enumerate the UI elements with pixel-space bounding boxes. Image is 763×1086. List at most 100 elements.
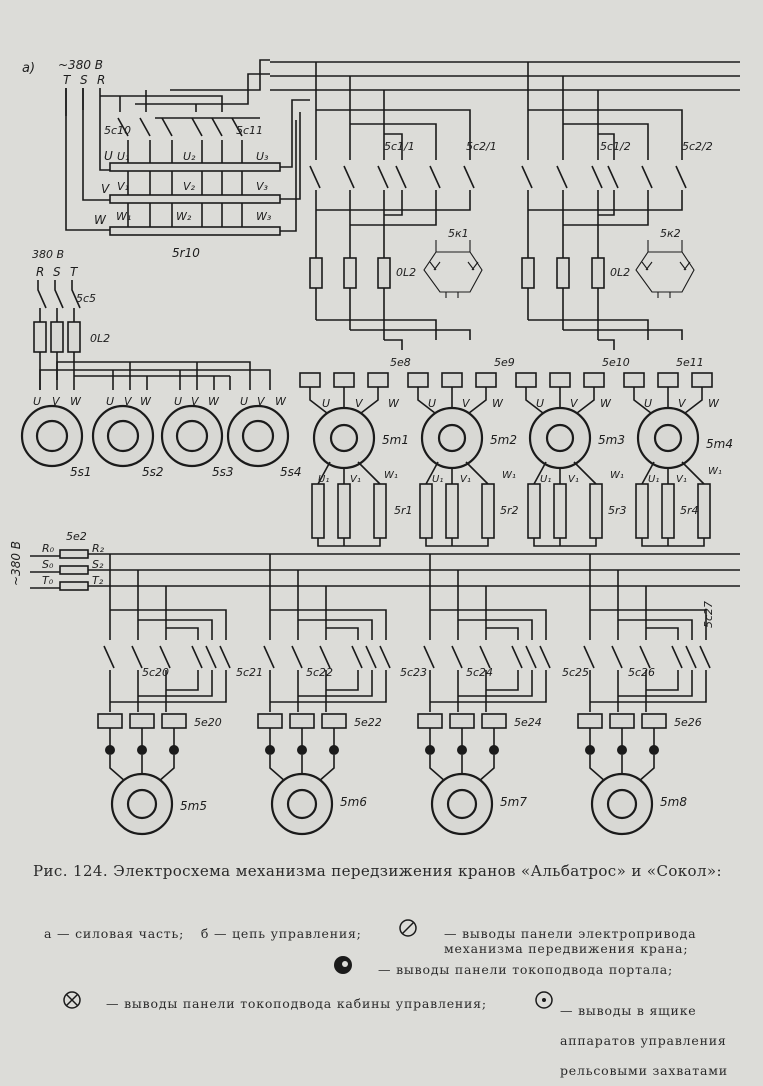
switch-label-5c2-1: 5с2/1 — [466, 140, 497, 153]
label-u2: U₂ — [183, 150, 196, 163]
label-w2: W₂ — [176, 210, 192, 223]
m3-v: V — [570, 397, 579, 410]
relay-label-5e9: 5е9 — [494, 356, 515, 369]
fuse-label-1: 0L2 — [396, 266, 416, 279]
supply-left-voltage: 380 В — [32, 248, 64, 261]
electrical-schematic: a) ~380 В T S R 5с10 5с11 U U₁ U₂ U₃ — [9, 58, 740, 836]
switch-label-5c5: 5с5 — [76, 292, 96, 305]
portal-terminal-icon — [334, 956, 352, 974]
relay-label-5e11: 5е11 — [676, 356, 704, 369]
m3-w: W — [600, 397, 612, 410]
legend-2-text: — выводы панели токоподвода портала; — [378, 962, 673, 977]
switch-label-5c20: 5с20 — [142, 666, 169, 679]
label-v3: V₃ — [256, 180, 269, 193]
switch-label-5c25: 5с25 — [562, 666, 589, 679]
legend-1-text: — выводы панели электропривода механизма… — [444, 926, 744, 956]
resistor-label-5r1: 5r1 — [394, 504, 413, 517]
supply-left-phase-s: S — [53, 265, 61, 279]
capacitor-label-5k2: 5к2 — [660, 227, 681, 240]
switch-label-5c22: 5с22 — [306, 666, 333, 679]
motor-label-5m8: 5m8 — [660, 795, 687, 809]
supply-left-phase-t: T — [70, 265, 79, 279]
resistor-label-5r10: 5r10 — [172, 246, 200, 260]
relay-label-5e20: 5е20 — [194, 716, 222, 729]
m3-u1: U₁ — [540, 474, 551, 485]
legend-3: — выводы панели токоподвода кабины управ… — [106, 996, 487, 1011]
resistor-label-5r3: 5r3 — [608, 504, 627, 517]
switch-label-5c1-1: 5с1/1 — [384, 140, 415, 153]
supply-top-phase-s: S — [80, 73, 88, 87]
phase-s2: S₂ — [92, 558, 104, 571]
m2-v1: V₁ — [460, 474, 471, 485]
motor-label-5m5: 5m5 — [180, 799, 207, 813]
label-u3: U₃ — [256, 150, 269, 163]
motor-label-5m7: 5m7 — [500, 795, 527, 809]
motor-label-5m2: 5m2 — [490, 433, 517, 447]
m2-v: V — [462, 397, 471, 410]
label-v: V — [101, 182, 110, 196]
m3-w1: W₁ — [610, 470, 624, 481]
motor-label-5s2: 5s2 — [142, 465, 164, 479]
motor-label-5m3: 5m3 — [598, 433, 625, 447]
resistor-label-5r4: 5r4 — [680, 504, 699, 517]
supply-bottom-voltage: ~380 В — [9, 541, 23, 586]
label-w3: W₃ — [256, 210, 272, 223]
m4-v: V — [678, 397, 687, 410]
m4-w: W — [708, 397, 720, 410]
label-v2: V₂ — [183, 180, 196, 193]
switch-label-5c24: 5с24 — [466, 666, 493, 679]
switch-label-5c23: 5с23 — [400, 666, 427, 679]
phase-t2: T₂ — [92, 574, 104, 587]
supply-top-voltage: ~380 В — [58, 58, 103, 72]
legend-a: а — силовая часть; — [44, 926, 185, 941]
s2-u: U — [106, 395, 114, 408]
switch-label-5c26: 5с26 — [628, 666, 655, 679]
phase-t0: T₀ — [42, 574, 54, 587]
brake-motor-section: 380 В R S T 5с5 0L2 U V W U V W U V W U … — [20, 248, 302, 479]
label-u: U — [104, 149, 113, 163]
switch-label-5c11: 5с11 — [236, 124, 263, 137]
fuse-label-2: 0L2 — [610, 266, 630, 279]
rail-clamp-terminal-icon — [535, 991, 553, 1009]
supply-top-phase-r: R — [97, 73, 105, 87]
cabin-terminal-icon — [63, 991, 81, 1009]
supply-left-phase-r: R — [36, 265, 44, 279]
m2-u1: U₁ — [432, 474, 443, 485]
panel-terminal-icon — [399, 919, 417, 937]
phase-r2: R₂ — [92, 542, 105, 555]
contactor-label-5e2: 5е2 — [66, 530, 87, 543]
resistor-label-5r2: 5r2 — [500, 504, 519, 517]
fuse-label-left: 0L2 — [90, 332, 110, 345]
top-left-supply-section: a) ~380 В T S R 5с10 5с11 U U₁ U₂ U₃ — [22, 58, 740, 260]
m4-u: U — [644, 397, 652, 410]
s3-w: W — [208, 395, 220, 408]
m3-v1: V₁ — [568, 474, 579, 485]
relay-label-5e26: 5е26 — [674, 716, 702, 729]
lower-motor-section: ~380 В R₀ S₀ T₀ 5е2 R₂ S₂ T₂ 5с20 — [9, 530, 740, 836]
part-label: a) — [22, 61, 35, 76]
motor-label-5s4: 5s4 — [280, 465, 302, 479]
legend-1: — выводы панели электропривода механизма… — [444, 926, 697, 956]
figure-caption: Рис. 124. Электросхема механизма передзи… — [33, 862, 722, 880]
m1-u: U — [322, 397, 330, 410]
m2-w1: W₁ — [502, 470, 516, 481]
switch-label-5c1-2: 5с1/2 — [600, 140, 631, 153]
s3-v: V — [191, 395, 200, 408]
m1-u1: U₁ — [318, 474, 329, 485]
phase-s0: S₀ — [42, 558, 54, 571]
relay-label-5e8: 5е8 — [390, 356, 411, 369]
switch-label-5c10: 5с10 — [104, 124, 131, 137]
m2-w: W — [492, 397, 504, 410]
s4-v: V — [257, 395, 266, 408]
switch-label-5c21: 5с21 — [236, 666, 263, 679]
legend-2: — выводы панели токоподвода портала; — [378, 962, 674, 977]
label-w: W — [94, 213, 107, 227]
m1-v1: V₁ — [350, 474, 361, 485]
motor-label-5m1: 5m1 — [382, 433, 409, 447]
s2-w: W — [140, 395, 152, 408]
legend-4-text: — выводы в ящике аппаратов управления ре… — [560, 996, 740, 1086]
m4-u1: U₁ — [648, 474, 659, 485]
s1-w: W — [70, 395, 82, 408]
supply-top-phase-t: T — [63, 73, 72, 87]
